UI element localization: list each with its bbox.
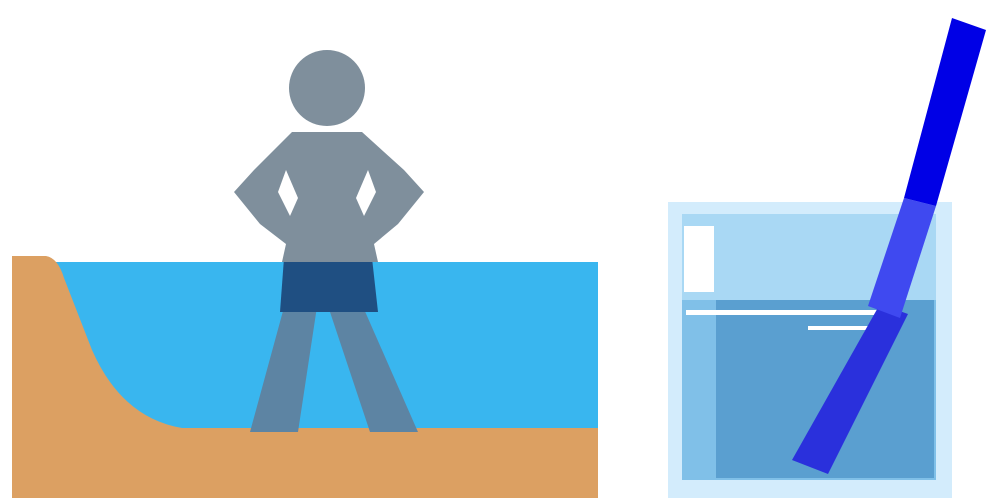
person-torso — [234, 132, 424, 262]
stick-above-water — [904, 18, 986, 206]
glass-highlight — [684, 226, 714, 292]
swim-trunks — [280, 258, 378, 312]
stick-in-glass-panel — [668, 18, 986, 498]
person-in-pool-panel — [12, 50, 598, 498]
water-surface-line — [686, 310, 886, 315]
person-head — [289, 50, 365, 126]
